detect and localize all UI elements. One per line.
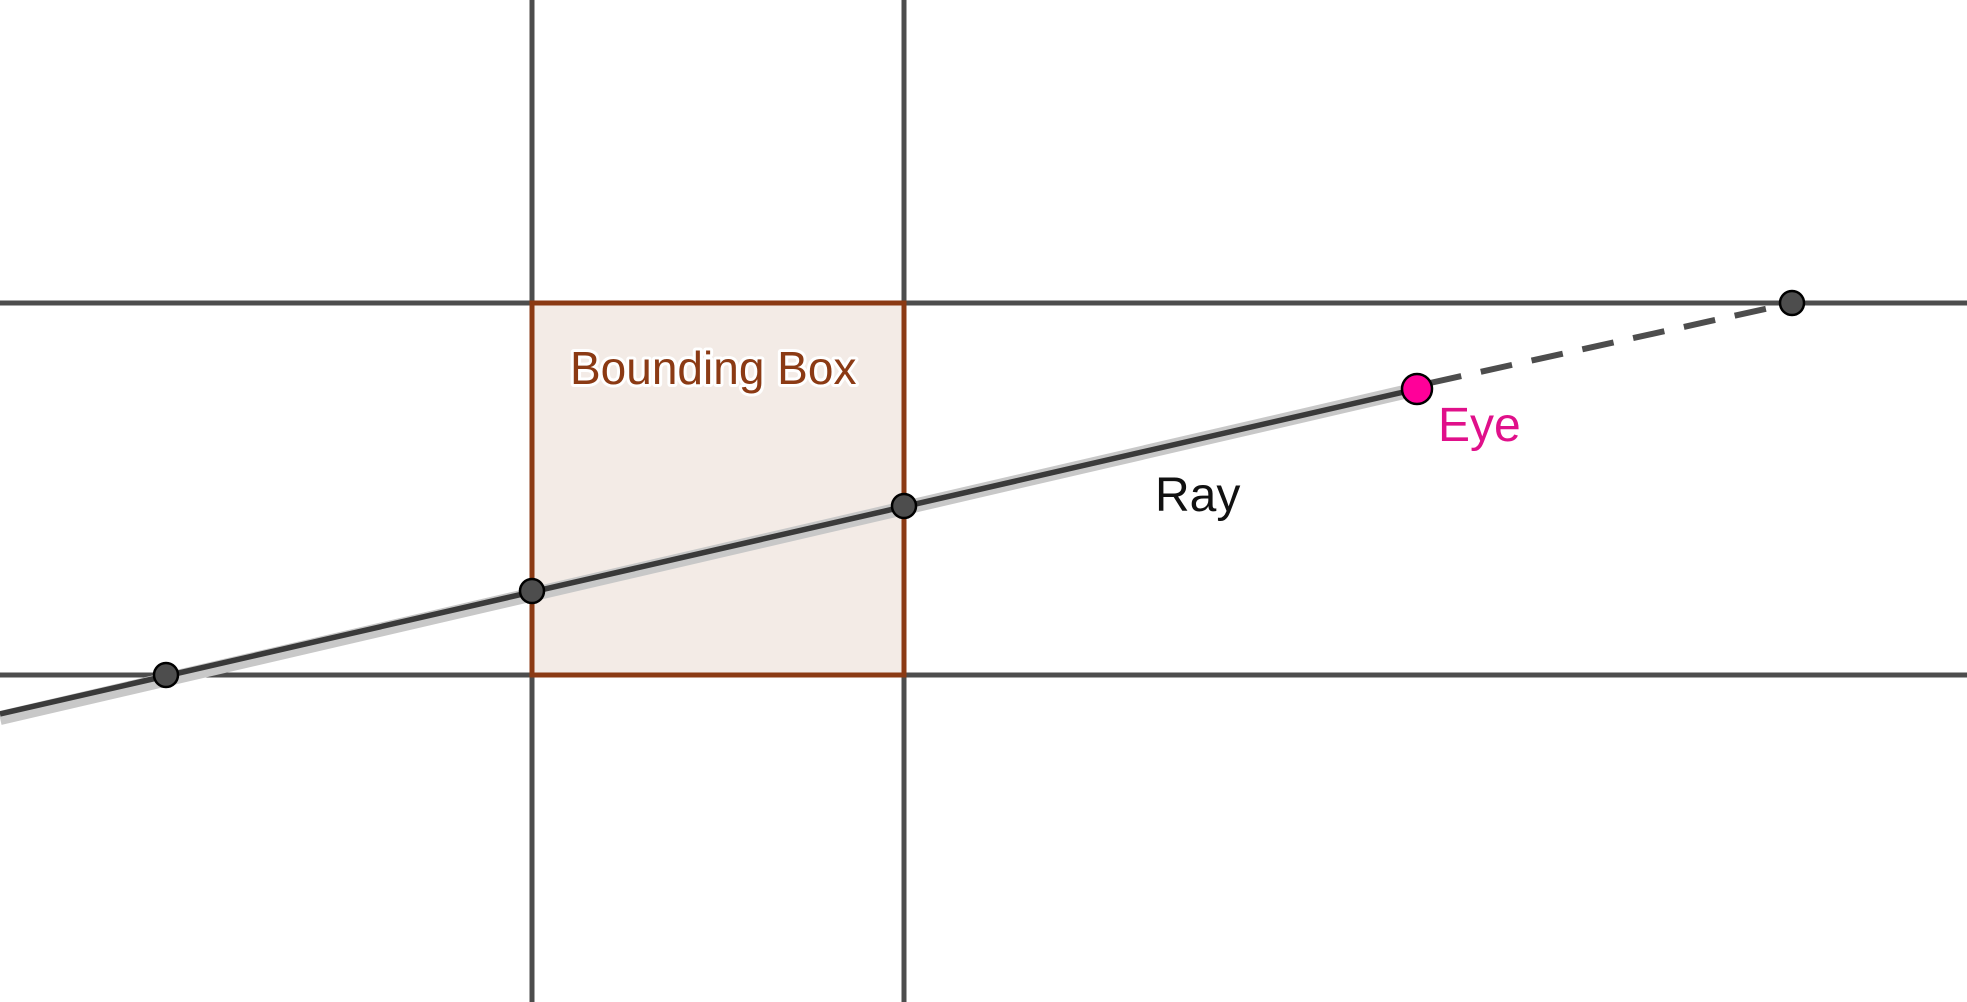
bounding-box-fill [532, 303, 904, 675]
intersection-point-x-min[interactable] [518, 577, 546, 605]
ray-extension-dashed [1429, 300, 1793, 386]
bounding-box-label: Bounding Box [570, 342, 856, 394]
intersection-point-x-max[interactable] [890, 492, 918, 520]
eye-label: Eye [1438, 399, 1521, 452]
eye-point[interactable] [1400, 372, 1434, 406]
ray-label: Ray [1155, 469, 1240, 522]
intersection-point-y-min[interactable] [152, 661, 180, 689]
bounding-box-outline [529, 300, 907, 678]
ray-line[interactable] [0, 386, 1418, 717]
intersection-point-y-max[interactable] [1778, 289, 1806, 317]
